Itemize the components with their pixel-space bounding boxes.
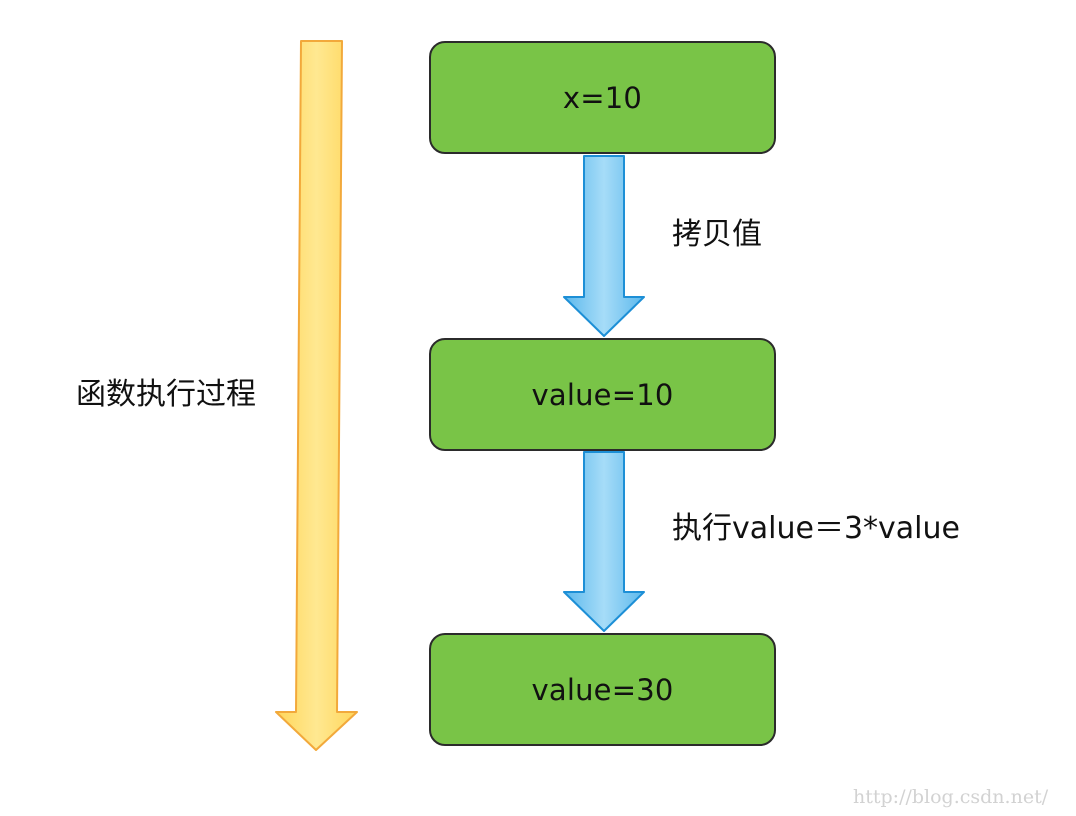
node-value-30: value=30 [429,633,776,746]
edge-label-copy: 拷贝值 [672,217,762,252]
watermark-text: http://blog.csdn.net/ [853,786,1049,808]
node-label: value=30 [531,672,674,707]
node-label: x=10 [562,80,643,115]
node-x-10: x=10 [429,41,776,154]
node-value-10: value=10 [429,338,776,451]
node-label: value=10 [531,377,674,412]
edge-label-execute: 执行value＝3*value [672,511,960,546]
timeline-label: 函数执行过程 [76,377,256,412]
